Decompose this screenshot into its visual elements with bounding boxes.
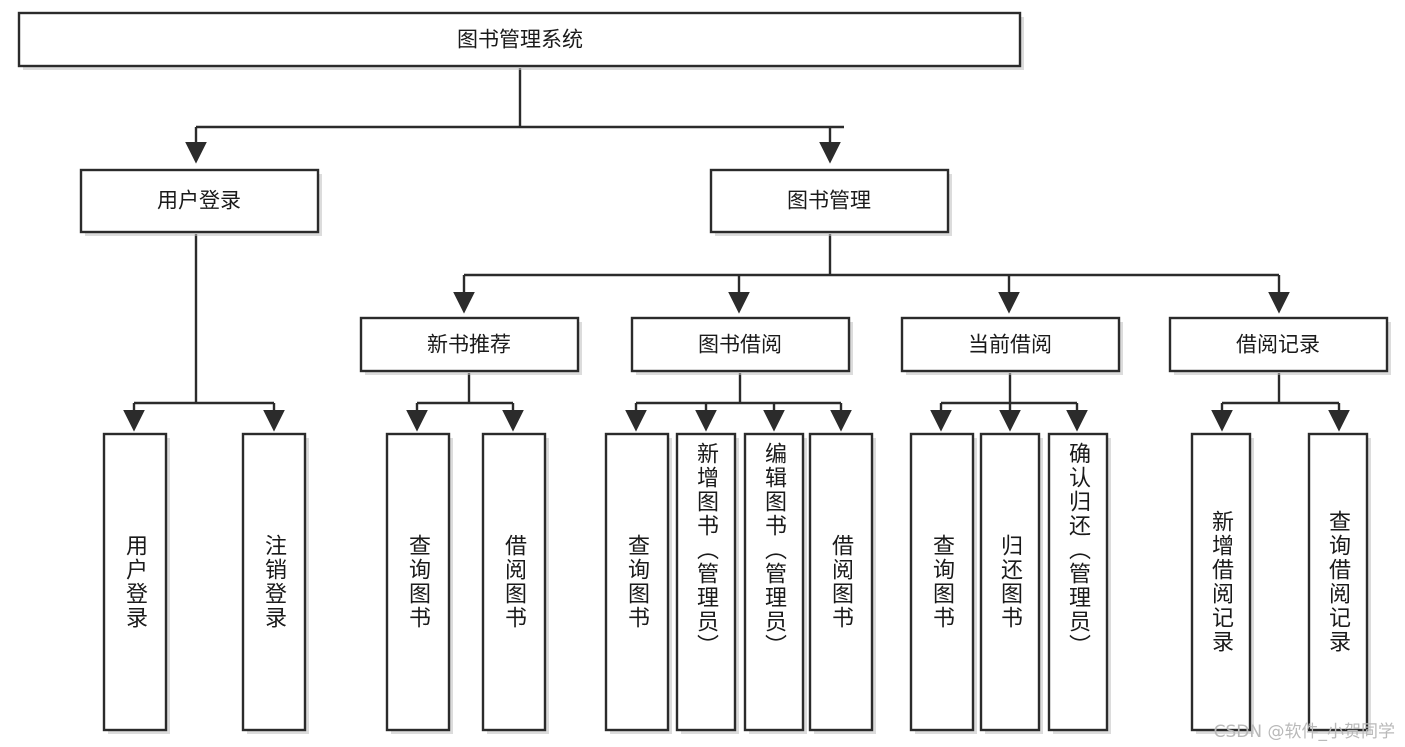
leaf-node-query-book-1[interactable] <box>385 432 453 734</box>
leaf-node-query-book-2[interactable] <box>604 432 672 734</box>
node-new-book-recommend-label: 新书推荐 <box>427 334 511 357</box>
node-book-management[interactable]: 图书管理 <box>709 168 952 236</box>
leaf-node-confirm-return-admin[interactable] <box>1047 432 1111 734</box>
node-current-borrow[interactable]: 当前借阅 <box>900 316 1123 375</box>
node-current-borrow-label: 当前借阅 <box>968 334 1052 357</box>
node-root-label: 图书管理系统 <box>457 29 583 52</box>
node-user-login-label: 用户登录 <box>157 190 241 213</box>
leaf-node-borrow-book-2[interactable] <box>808 432 876 734</box>
connector-root-to-level2 <box>185 68 844 164</box>
leaf-node-logout[interactable] <box>241 432 309 734</box>
node-book-borrow-label: 图书借阅 <box>698 334 782 357</box>
leaf-node-add-borrow-record[interactable] <box>1190 432 1254 734</box>
connector-borrow-to-leaves <box>625 373 852 432</box>
csdn-watermark: CSDN @软件_小贺同学 <box>1213 722 1395 742</box>
node-root[interactable]: 图书管理系统 <box>17 11 1024 70</box>
leaf-node-add-book-admin[interactable] <box>675 432 739 734</box>
node-borrow-record-label: 借阅记录 <box>1236 334 1320 357</box>
node-book-management-label: 图书管理 <box>787 190 871 213</box>
leaf-node-borrow-book-1[interactable] <box>481 432 549 734</box>
node-user-login[interactable]: 用户登录 <box>79 168 322 236</box>
connector-book-mgmt-to-level3 <box>453 234 1290 314</box>
node-borrow-record[interactable]: 借阅记录 <box>1168 316 1391 375</box>
connector-record-to-leaves <box>1211 373 1350 432</box>
node-new-book-recommend[interactable]: 新书推荐 <box>359 316 582 375</box>
connector-user-login-to-leaves <box>123 234 285 432</box>
leaf-node-query-book-3[interactable] <box>909 432 977 734</box>
connector-new-book-to-leaves <box>406 373 524 432</box>
leaf-node-edit-book-admin[interactable] <box>743 432 807 734</box>
leaf-node-return-book[interactable] <box>979 432 1043 734</box>
leaf-node-query-borrow-record[interactable] <box>1307 432 1371 734</box>
node-book-borrow[interactable]: 图书借阅 <box>630 316 853 375</box>
leaf-node-user-login[interactable] <box>102 432 170 734</box>
leaf-boxes <box>102 432 1371 734</box>
connector-current-borrow-to-leaves <box>930 373 1088 432</box>
